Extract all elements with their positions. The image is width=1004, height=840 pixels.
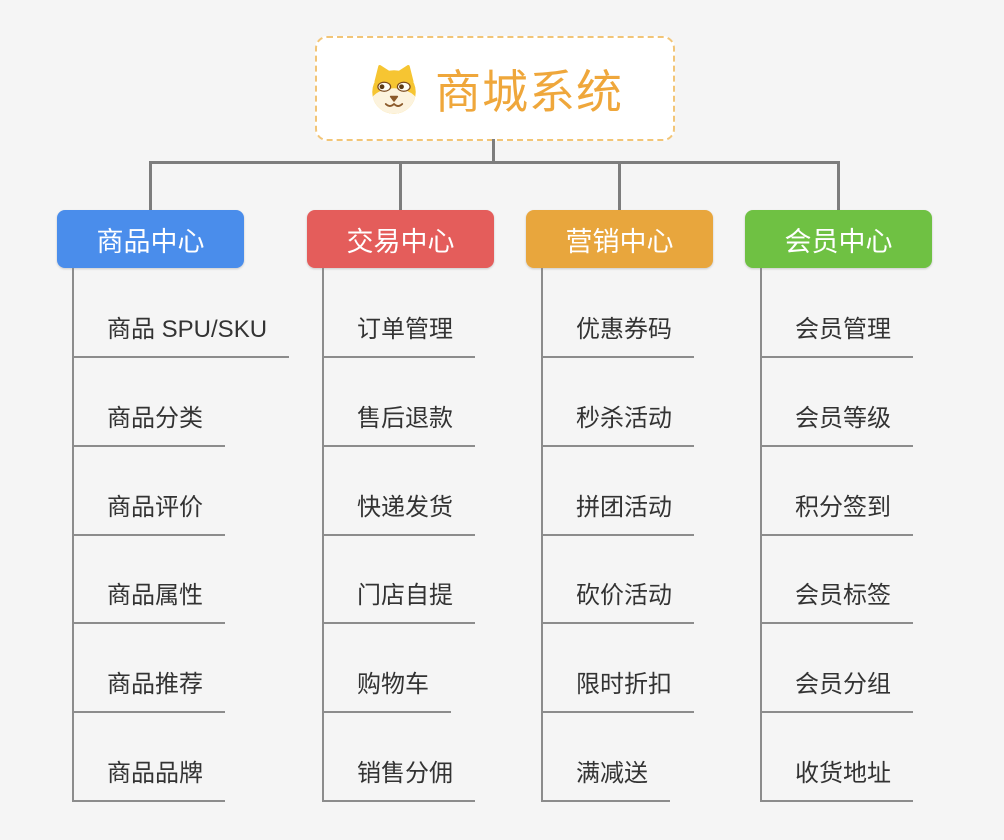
branch-trade-center[interactable]: 交易中心 bbox=[307, 210, 494, 268]
topic-item[interactable]: 会员等级 bbox=[760, 401, 913, 447]
connector-drop-trade bbox=[399, 161, 402, 211]
topic-item[interactable]: 销售分佣 bbox=[322, 756, 475, 802]
topic-item[interactable]: 积分签到 bbox=[760, 490, 913, 536]
topic-item[interactable]: 优惠券码 bbox=[541, 312, 694, 358]
topic-item[interactable]: 商品属性 bbox=[72, 578, 225, 624]
topic-item[interactable]: 会员分组 bbox=[760, 667, 913, 713]
connector-root-stem bbox=[492, 139, 495, 163]
doge-mascot-icon bbox=[372, 64, 416, 114]
topic-item[interactable]: 快递发货 bbox=[322, 490, 475, 536]
topic-item[interactable]: 门店自提 bbox=[322, 578, 475, 624]
root-topic[interactable]: 商城系统 bbox=[315, 36, 675, 141]
connector-horizontal-rail bbox=[149, 161, 840, 164]
topic-item[interactable]: 售后退款 bbox=[322, 401, 475, 447]
connector-drop-marketing bbox=[618, 161, 621, 211]
member-center-column: 会员管理 会员等级 积分签到 会员标签 会员分组 收货地址 bbox=[745, 268, 985, 808]
topic-item[interactable]: 订单管理 bbox=[322, 312, 475, 358]
branch-product-center-label: 商品中心 bbox=[96, 226, 205, 257]
branch-marketing-center[interactable]: 营销中心 bbox=[526, 210, 713, 268]
topic-item[interactable]: 商品分类 bbox=[72, 401, 225, 447]
connector-drop-member bbox=[837, 161, 840, 211]
topic-item[interactable]: 会员管理 bbox=[760, 312, 913, 358]
product-center-column: 商品 SPU/SKU 商品分类 商品评价 商品属性 商品推荐 商品品牌 bbox=[57, 268, 297, 808]
branch-marketing-center-label: 营销中心 bbox=[565, 226, 674, 257]
branch-trade-center-label: 交易中心 bbox=[346, 226, 455, 257]
topic-item[interactable]: 购物车 bbox=[322, 667, 451, 713]
marketing-center-column: 优惠券码 秒杀活动 拼团活动 砍价活动 限时折扣 满减送 bbox=[526, 268, 766, 808]
topic-item[interactable]: 收货地址 bbox=[760, 756, 913, 802]
root-topic-label: 商城系统 bbox=[435, 65, 623, 118]
branch-member-center[interactable]: 会员中心 bbox=[745, 210, 932, 268]
topic-item[interactable]: 限时折扣 bbox=[541, 667, 694, 713]
topic-item[interactable]: 砍价活动 bbox=[541, 578, 694, 624]
trade-center-column: 订单管理 售后退款 快递发货 门店自提 购物车 销售分佣 bbox=[307, 268, 547, 808]
topic-item[interactable]: 商品 SPU/SKU bbox=[72, 312, 290, 358]
topic-item[interactable]: 会员标签 bbox=[760, 578, 913, 624]
topic-item[interactable]: 拼团活动 bbox=[541, 490, 694, 536]
branch-product-center[interactable]: 商品中心 bbox=[57, 210, 244, 268]
topic-item[interactable]: 秒杀活动 bbox=[541, 401, 694, 447]
topic-item[interactable]: 商品推荐 bbox=[72, 667, 225, 713]
topic-item[interactable]: 商品品牌 bbox=[72, 756, 225, 802]
branch-member-center-label: 会员中心 bbox=[784, 226, 893, 257]
topic-item[interactable]: 满减送 bbox=[541, 756, 670, 802]
topic-item[interactable]: 商品评价 bbox=[72, 490, 225, 536]
connector-drop-product bbox=[149, 161, 152, 211]
